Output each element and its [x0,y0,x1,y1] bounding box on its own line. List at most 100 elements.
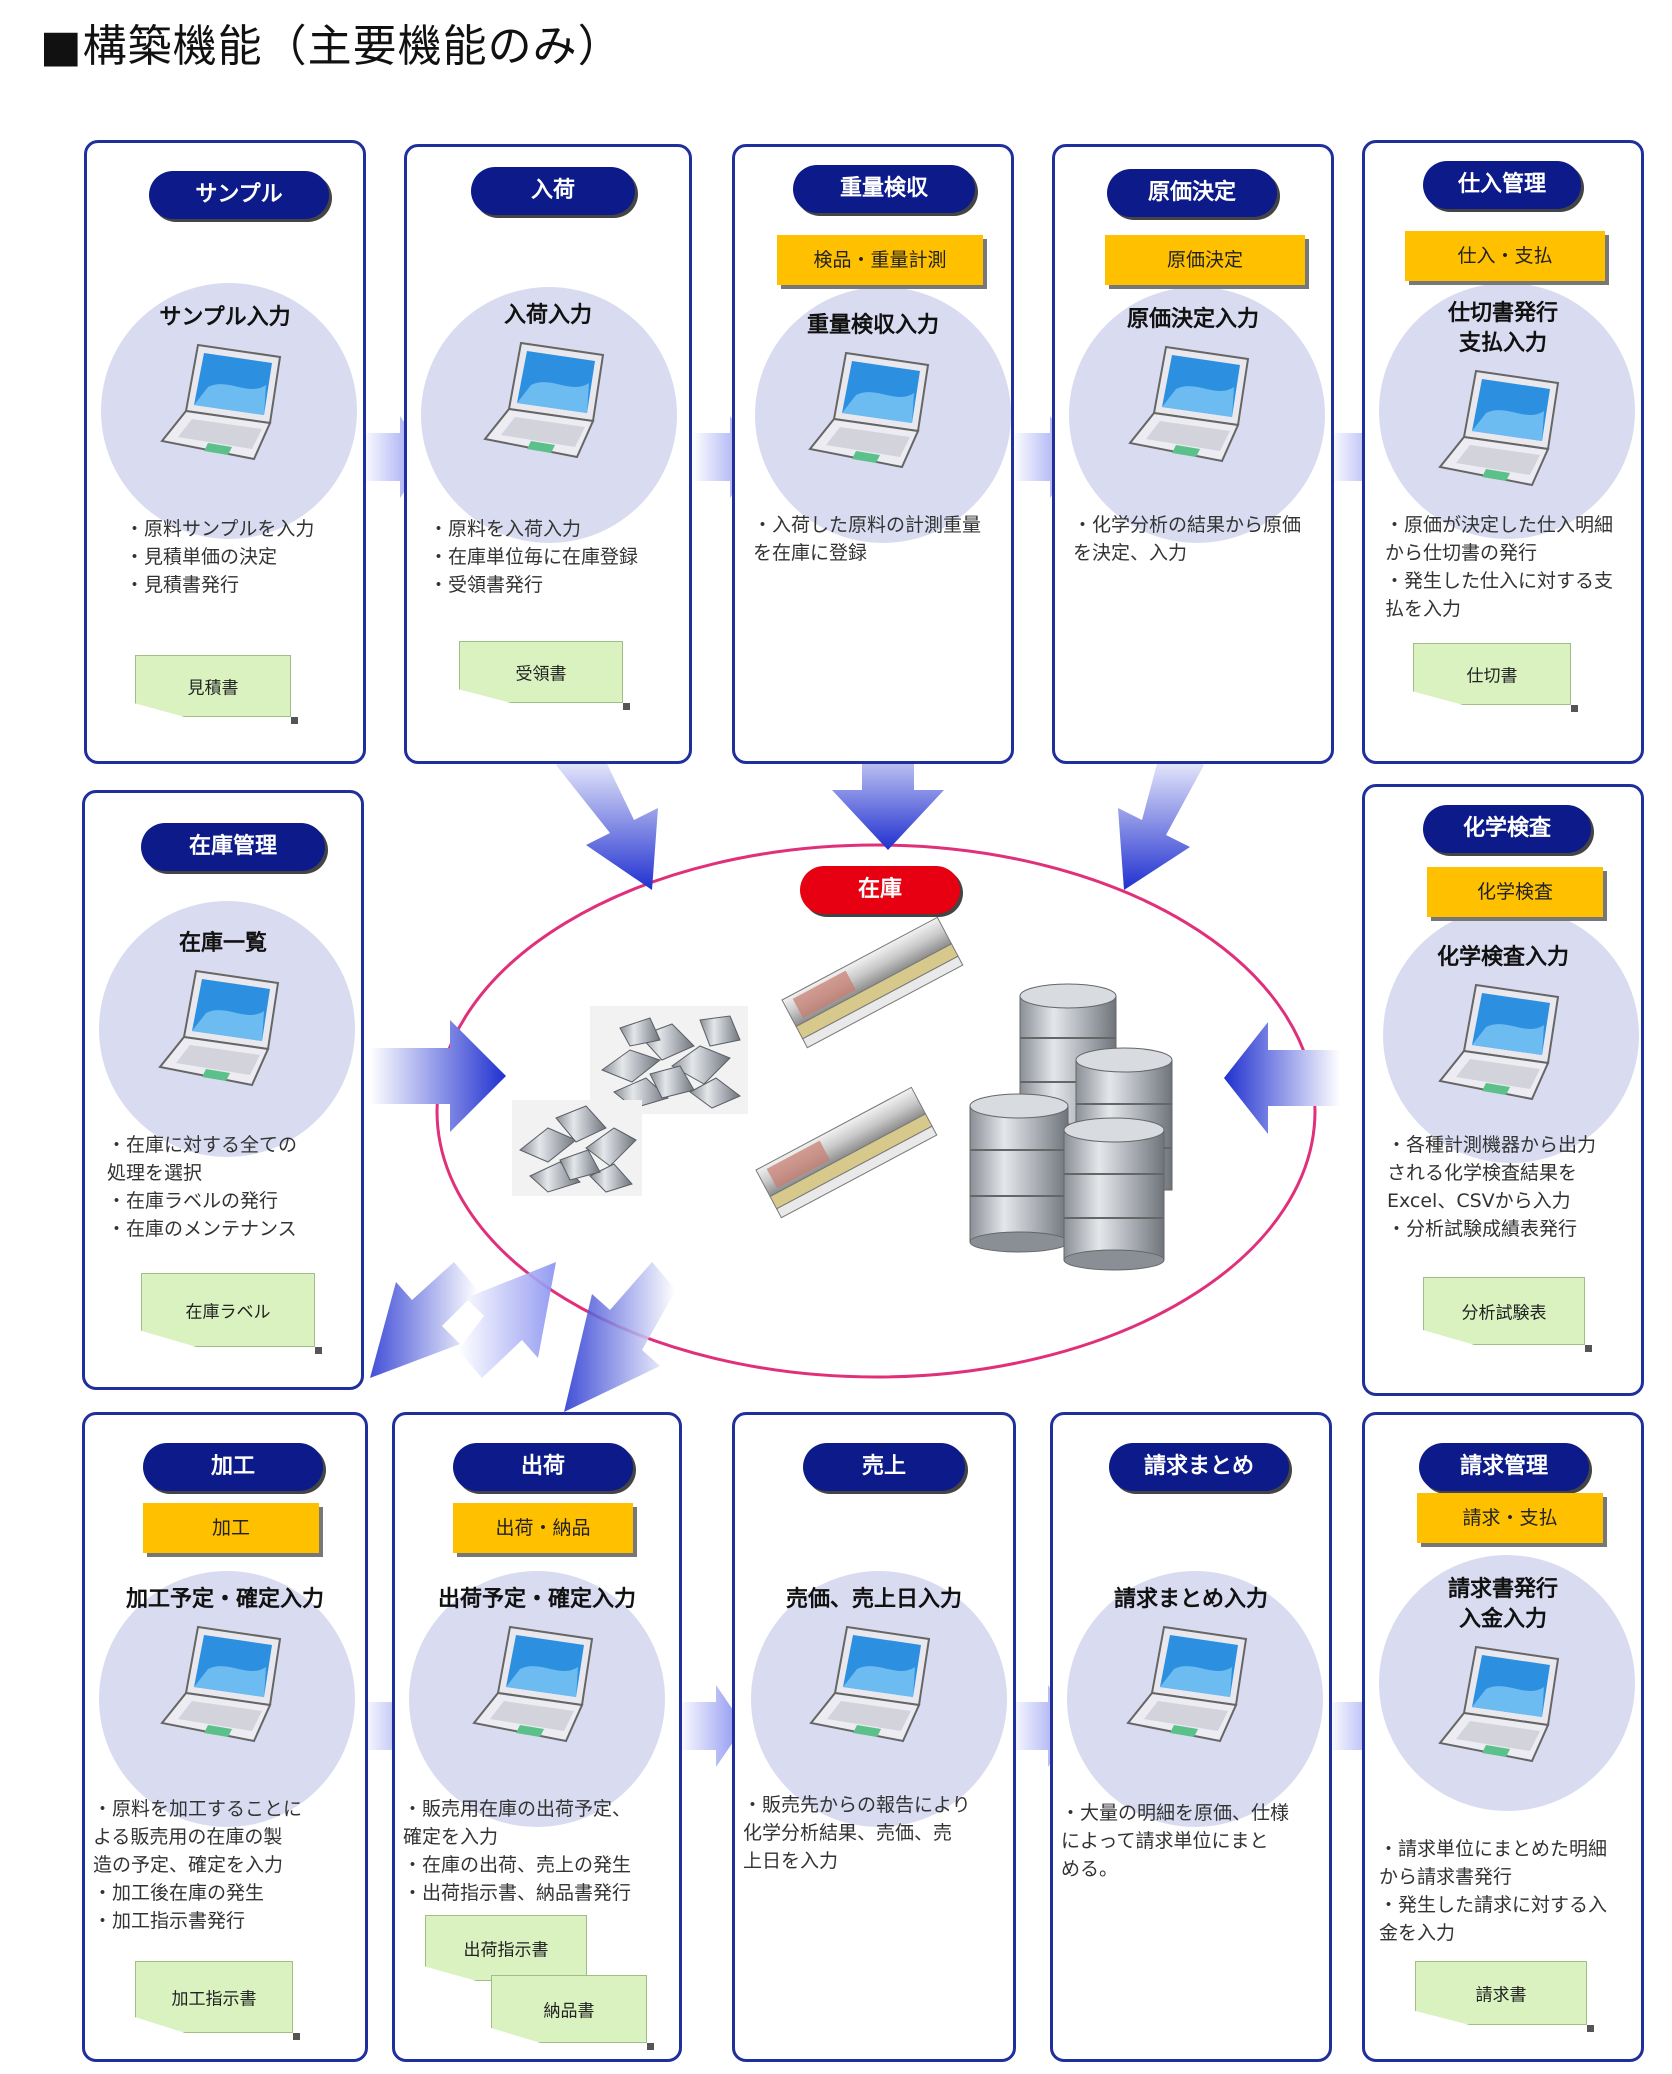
description-line: よる販売用の在庫の製 [93,1826,283,1848]
module-name: 重量検収 [793,165,975,213]
description-list: ・原料を入荷入力・在庫単位毎に在庫登録・受領書発行 [429,515,638,599]
module-name: サンプル [149,171,329,219]
panel-sample: サンプルサンプル入力 ・原料サンプルを入力・見積単価の決定・見積書発行見積書 [84,140,366,764]
output-document: 見積書 [135,655,291,717]
description-list: ・大量の明細を原価、仕様によって請求単位にまとめる。 [1061,1799,1289,1883]
description-line: を在庫に登録 [753,542,868,564]
panel-cost: 原価決定原価決定原価決定入力 ・化学分析の結果から原価を決定、入力 [1052,144,1334,764]
output-document: 受領書 [459,641,623,703]
arrow-ship-to-sales [678,1685,744,1767]
panel-weight: 重量検収検品・重量計測重量検収入力 ・入荷した原料の計測重量を在庫に登録 [732,144,1014,764]
description-line: から請求書発行 [1379,1866,1513,1888]
description-line: 造の予定、確定を入力 [93,1854,284,1876]
module-name: 出荷 [453,1443,633,1491]
panel-inventory: 在庫管理在庫一覧 ・在庫に対する全ての処理を選択・在庫ラベルの発行・在庫のメンテ… [82,790,364,1390]
arrow-stock-to-ship [564,1262,676,1412]
input-screen-title: 請求まとめ入力 [1113,1587,1268,1612]
ingot-bars-image [755,916,964,1219]
panel-ship: 出荷出荷・納品出荷予定・確定入力 ・販売用在庫の出荷予定、確定を入力・在庫の出荷… [392,1412,682,2062]
description-line: ・発生した請求に対する入 [1379,1894,1608,1916]
output-document-label: 出荷指示書 [463,1940,549,1961]
function-tag: 化学検査 [1427,867,1603,917]
description-line: ・原料を加工することに [93,1798,303,1820]
output-document-label: 納品書 [543,2001,595,2022]
output-document-label: 分析試験表 [1461,1303,1547,1324]
panel-process: 加工加工加工予定・確定入力 ・原料を加工することによる販売用の在庫の製造の予定、… [82,1412,368,2062]
description-line: によって請求単位にまと [1061,1830,1269,1852]
description-line: 払を入力 [1385,598,1462,620]
laptop-icon [158,1619,298,1753]
input-screen-title: 売価、売上日入力 [785,1587,962,1612]
arrow-arrival-to-stock [556,745,658,890]
description-line: 上日を入力 [743,1850,839,1872]
output-document: 出荷指示書 [425,1915,587,1981]
description-line: める。 [1061,1858,1119,1880]
module-name: 請求まとめ [1109,1443,1289,1491]
laptop-icon [1126,339,1266,473]
description-line: ・見積単価の決定 [125,546,278,568]
input-screen-title: 在庫一覧 [178,931,267,956]
laptop-icon [1436,977,1576,1111]
description-line: ・加工指示書発行 [93,1910,246,1932]
description-line: ・販売用在庫の出荷予定、 [403,1798,632,1820]
input-screen-title: 入荷入力 [503,303,592,328]
arrow-process-to-stock [458,1262,556,1378]
input-screen-title: 化学検査入力 [1436,945,1569,970]
description-line: ・在庫単位毎に在庫登録 [429,546,639,568]
description-line: ・請求単位にまとめた明細 [1379,1838,1608,1860]
description-line: 化学分析結果、売価、売 [743,1822,953,1844]
description-line: ・加工後在庫の発生 [93,1882,265,1904]
description-line: Excel、CSVから入力 [1387,1190,1571,1212]
module-name: 請求管理 [1419,1443,1589,1491]
function-tag: 検品・重量計測 [777,235,983,285]
panel-arrival: 入荷入荷入力 ・原料を入荷入力・在庫単位毎に在庫登録・受領書発行受領書 [404,144,692,764]
arrow-chem-to-stock [1224,1022,1340,1134]
module-name: 加工 [143,1443,323,1491]
module-name: 入荷 [471,167,635,215]
module-name: 仕入管理 [1423,161,1581,209]
module-name: 売上 [803,1443,965,1491]
laptop-icon [1124,1619,1264,1753]
description-line: ・販売先からの報告により [743,1794,971,1816]
page-title: ■構築機能（主要機能のみ） [40,21,623,72]
description-list: ・原料サンプルを入力・見積単価の決定・見積書発行 [125,515,314,599]
output-document: 分析試験表 [1423,1277,1585,1345]
input-screen-title: 請求書発行 入金入力 [1447,1577,1558,1632]
description-line: ・原料サンプルを入力 [125,518,315,540]
description-line: ・入荷した原料の計測重量 [753,514,982,536]
output-document: 仕切書 [1413,643,1571,705]
input-screen-title: サンプル入力 [159,305,291,330]
function-tag: 加工 [143,1503,319,1553]
output-document-label: 受領書 [515,664,567,685]
function-tag: 請求・支払 [1417,1493,1603,1543]
output-document-label: 在庫ラベル [185,1302,271,1323]
description-line: ・出荷指示書、納品書発行 [403,1882,632,1904]
output-document-label: 仕切書 [1466,666,1518,687]
input-screen-title: 重量検収入力 [806,313,939,338]
scrap-metal-image [512,1006,748,1196]
description-list: ・入荷した原料の計測重量を在庫に登録 [753,511,981,567]
output-document-label: 見積書 [187,678,239,699]
arrow-weight-to-stock [832,724,944,850]
description-list: ・販売用在庫の出荷予定、確定を入力・在庫の出荷、売上の発生・出荷指示書、納品書発… [403,1795,631,1907]
description-line: から仕切書の発行 [1385,542,1538,564]
description-line: ・化学分析の結果から原価 [1073,514,1302,536]
description-line: ・在庫ラベルの発行 [107,1190,279,1212]
module-name: 在庫管理 [141,823,325,871]
description-list: ・原価が決定した仕入明細から仕切書の発行・発生した仕入に対する支払を入力 [1385,511,1613,623]
description-list: ・化学分析の結果から原価を決定、入力 [1073,511,1301,567]
module-name: 原価決定 [1107,169,1277,217]
description-line: ・大量の明細を原価、仕様 [1061,1802,1290,1824]
panel-sales: 売上売価、売上日入力 ・販売先からの報告により化学分析結果、売価、売上日を入力 [732,1412,1016,2062]
description-line: ・在庫の出荷、売上の発生 [403,1854,632,1876]
laptop-icon [1436,363,1576,497]
arrow-cost-to-stock [1118,745,1204,890]
description-line: 処理を選択 [107,1162,203,1184]
description-line: ・原価が決定した仕入明細 [1385,514,1614,536]
arrow-inventory-to-stock [370,1020,506,1132]
description-line: ・在庫のメンテナンス [107,1218,297,1240]
description-line: ・見積書発行 [125,574,240,596]
input-screen-title: 仕切書発行 支払入力 [1447,301,1558,356]
stock-label: 在庫 [800,866,960,914]
